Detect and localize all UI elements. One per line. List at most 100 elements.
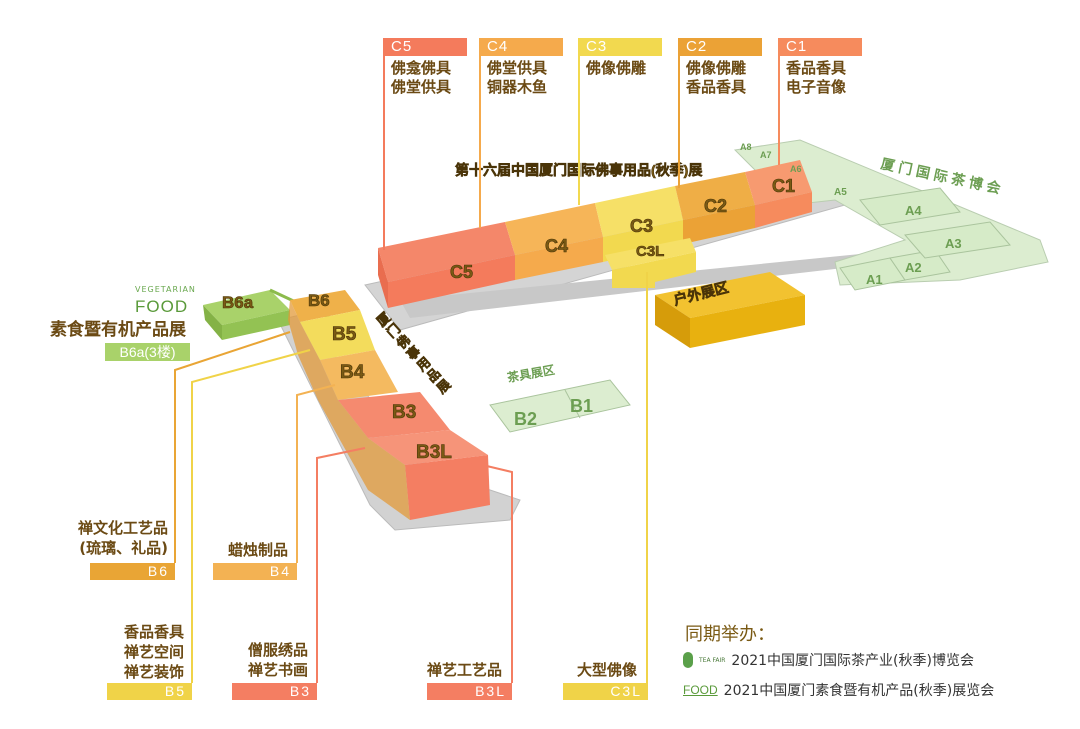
hall-C1-top: [745, 160, 812, 205]
hall-category: 蜡烛制品: [227, 541, 288, 559]
hall-label-C5: C5 佛龛佛具佛堂供具: [383, 38, 467, 97]
label-C3L: C3L: [636, 243, 664, 260]
hall-C5-front: [388, 255, 515, 308]
hall-C4-front: [515, 237, 603, 280]
hall-category: 佛像佛雕: [586, 59, 647, 77]
hall-B6a-side: [203, 305, 222, 340]
hall-B6a-front: [222, 310, 290, 340]
leader-C2: [678, 40, 680, 188]
leader-B4: [296, 384, 336, 563]
hall-category: 电子音像: [786, 78, 847, 96]
b6a-title: 素食暨有机产品展: [50, 320, 186, 340]
hall-label-C1: C1 香品香具电子音像: [778, 38, 862, 97]
hall-desc-B5: 香品香具禅艺空间禅艺装饰: [124, 622, 184, 682]
outdoor-block-side: [690, 295, 805, 348]
hall-desc-B6: 禅文化工艺品(琉璃、礼品): [78, 518, 168, 558]
hall-category: 佛龛佛具: [391, 59, 452, 77]
leader-B3L: [469, 461, 513, 683]
c-row: [378, 160, 812, 308]
label-A4: A4: [905, 203, 922, 218]
hall-B3L-top: [368, 430, 488, 465]
hall-category: 禅文化工艺品: [77, 519, 168, 537]
hall-B6-top: [290, 290, 360, 322]
label-A1: A1: [866, 272, 883, 287]
hall-B4-top: [320, 350, 398, 400]
hall-category: 香品香具: [123, 623, 184, 641]
label-B2: B2: [514, 409, 537, 429]
hall-code: C3: [578, 38, 662, 56]
hall-code-B6: B6: [90, 563, 175, 580]
hall-code: C4: [479, 38, 563, 56]
leader-B5: [191, 349, 311, 683]
concurrent-event: TEA FAIR 2021中国厦门国际茶产业(秋季)博览会: [683, 650, 974, 670]
label-C3: C3: [630, 216, 653, 236]
event-name: 2021中国厦门国际茶产业(秋季)博览会: [731, 653, 974, 669]
label-C2: C2: [704, 196, 727, 216]
hall-category: 禅艺空间: [123, 643, 184, 661]
hall-C2-top: [675, 172, 755, 220]
hall-label-C2: C2 佛像佛雕香品香具: [678, 38, 762, 97]
b-column-left-face: [288, 300, 410, 520]
concurrent-title: 同期举办：: [685, 624, 775, 645]
tea-leaf-icon: [683, 652, 693, 668]
hall-code-B4: B4: [213, 563, 297, 580]
hall-C3L-top: [605, 238, 696, 270]
label-tea-zone: 茶具展区: [505, 362, 556, 385]
hall-C5-left: [378, 248, 388, 308]
hall-A4: [859, 187, 961, 226]
label-A2: A2: [905, 260, 922, 275]
hall-label-C4: C4 佛堂供具铜器木鱼: [479, 38, 563, 97]
concurrent-event: FOOD 2021中国厦门素食暨有机产品(秋季)展览会: [683, 680, 994, 700]
hall-category: 禅艺工艺品: [426, 661, 502, 679]
label-A3: A3: [945, 236, 962, 251]
leader-C1: [778, 40, 780, 165]
food-logo-sub: VEGETARIAN: [135, 285, 196, 294]
hall-B3L-front: [405, 455, 490, 520]
hall-code-C3L: C3L: [563, 683, 648, 700]
hall-category: 香品香具: [686, 78, 747, 96]
hall-A3: [904, 221, 1011, 259]
b6a-code-badge: B6a(3楼): [105, 343, 190, 361]
hall-category: 佛堂供具: [487, 59, 548, 77]
hall-code: C1: [778, 38, 862, 56]
leader-C3: [578, 40, 580, 205]
hall-B5-top: [300, 310, 375, 360]
hall-category: 大型佛像: [576, 661, 637, 679]
hall-desc-C3L: 大型佛像: [577, 660, 637, 680]
event-name: 2021中国厦门素食暨有机产品(秋季)展览会: [723, 683, 995, 699]
hall-category: 香品香具: [786, 59, 847, 77]
leader-B3: [316, 447, 366, 683]
leader-C5: [383, 40, 385, 250]
label-C5: C5: [450, 262, 473, 282]
hall-category: 僧服绣品: [247, 641, 308, 659]
hall-code: C5: [383, 38, 467, 56]
label-B6: B6: [308, 291, 330, 310]
b-column: [203, 288, 490, 520]
label-C4: C4: [545, 236, 568, 256]
hall-C3L-front: [612, 252, 696, 288]
leader-B6: [174, 331, 291, 563]
hall-code-B3L: B3L: [427, 683, 512, 700]
hall-C2-front: [683, 205, 755, 244]
hall-category: 禅艺装饰: [123, 663, 184, 681]
outdoor-block-top: [655, 272, 805, 318]
hall-C1-front: [755, 192, 812, 228]
label-C1: C1: [772, 176, 795, 196]
label-B4: B4: [340, 362, 365, 383]
label-A7: A7: [760, 150, 772, 160]
label-B1: B1: [570, 396, 593, 416]
label-A5: A5: [834, 187, 847, 198]
hall-category: 佛像佛雕: [686, 59, 747, 77]
hall-category: 禅艺书画: [247, 661, 308, 679]
hall-desc-B4: 蜡烛制品: [228, 540, 288, 560]
tea-fair-logo: TEA FAIR: [699, 656, 726, 664]
food-logo-small: FOOD: [683, 683, 718, 697]
hall-category: 佛堂供具: [391, 78, 452, 96]
label-B3: B3: [392, 402, 416, 423]
hall-code-B5: B5: [107, 683, 192, 700]
hall-label-C3: C3 佛像佛雕: [578, 38, 662, 78]
hall-B3-top: [338, 392, 450, 438]
label-A8: A8: [740, 142, 752, 152]
hall-code-B3: B3: [232, 683, 317, 700]
